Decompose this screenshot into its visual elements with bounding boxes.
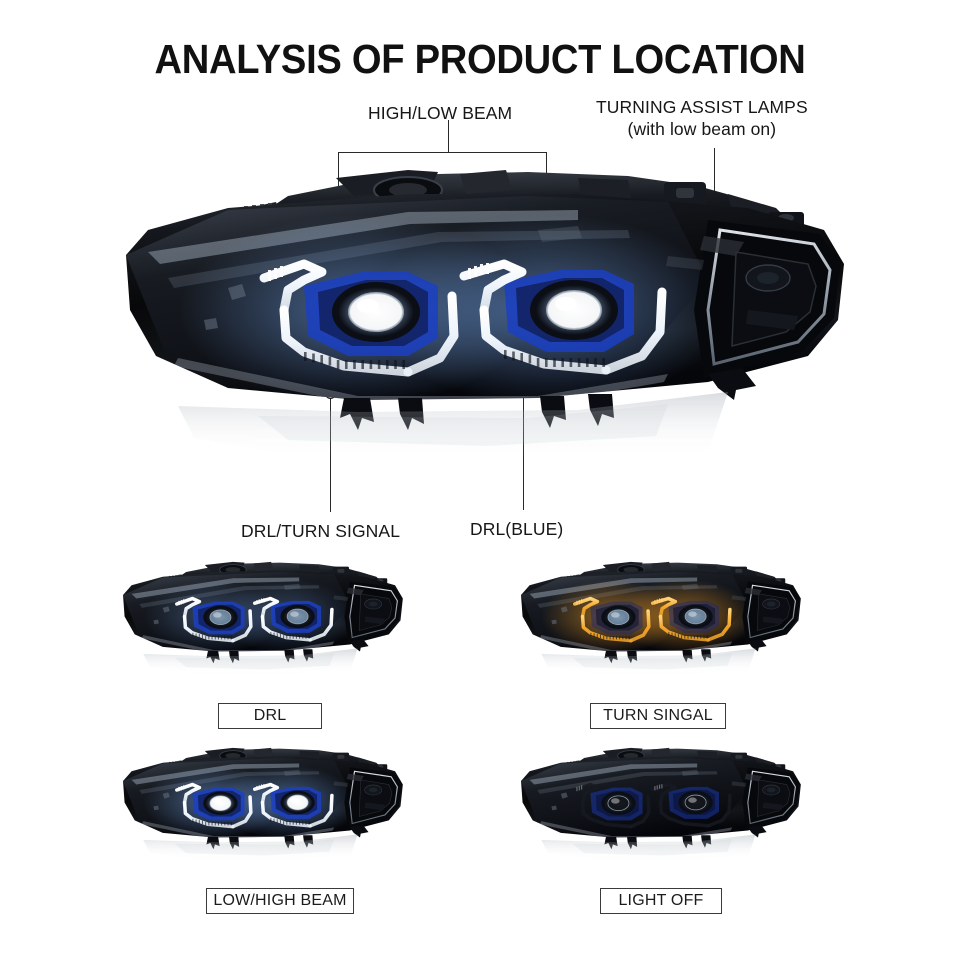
caption-text: TURN SINGAL (603, 707, 713, 724)
page-title: ANALYSIS OF PRODUCT LOCATION (154, 36, 806, 82)
leader-line (448, 120, 450, 152)
caption-text: LOW/HIGH BEAM (213, 892, 347, 909)
callout-label-drl-turn-signal: DRL/TURN SIGNAL (241, 521, 400, 543)
callout-text: HIGH/LOW BEAM (368, 103, 513, 123)
callout-text: DRL(BLUE) (470, 519, 564, 539)
headlight-main-illustration (108, 160, 852, 460)
callout-label-high-low-beam: HIGH/LOW BEAM (368, 103, 512, 125)
callout-subtext: (with low beam on) (627, 118, 777, 139)
caption-box-turn-singal: TURN SINGAL (590, 703, 726, 729)
leader-line (338, 152, 546, 154)
callout-label-turning-assist-lamps: TURNING ASSIST LAMPS (with low beam on) (596, 97, 808, 141)
headlight-thumbnail-turn-singal (514, 558, 804, 688)
caption-text: DRL (253, 707, 287, 724)
headlight-thumbnail-low-high-beam (116, 744, 406, 874)
caption-text: LIGHT OFF (618, 892, 704, 909)
headlight-thumbnail-light-off (514, 744, 804, 874)
caption-box-drl: DRL (218, 703, 322, 729)
caption-box-light-off: LIGHT OFF (600, 888, 722, 914)
caption-box-low-high-beam: LOW/HIGH BEAM (206, 888, 354, 914)
headlight-thumbnail-drl (116, 558, 406, 688)
callout-label-drl-blue: DRL(BLUE) (470, 519, 563, 541)
callout-text: TURNING ASSIST LAMPS (596, 97, 808, 117)
callout-text: DRL/TURN SIGNAL (241, 521, 401, 541)
